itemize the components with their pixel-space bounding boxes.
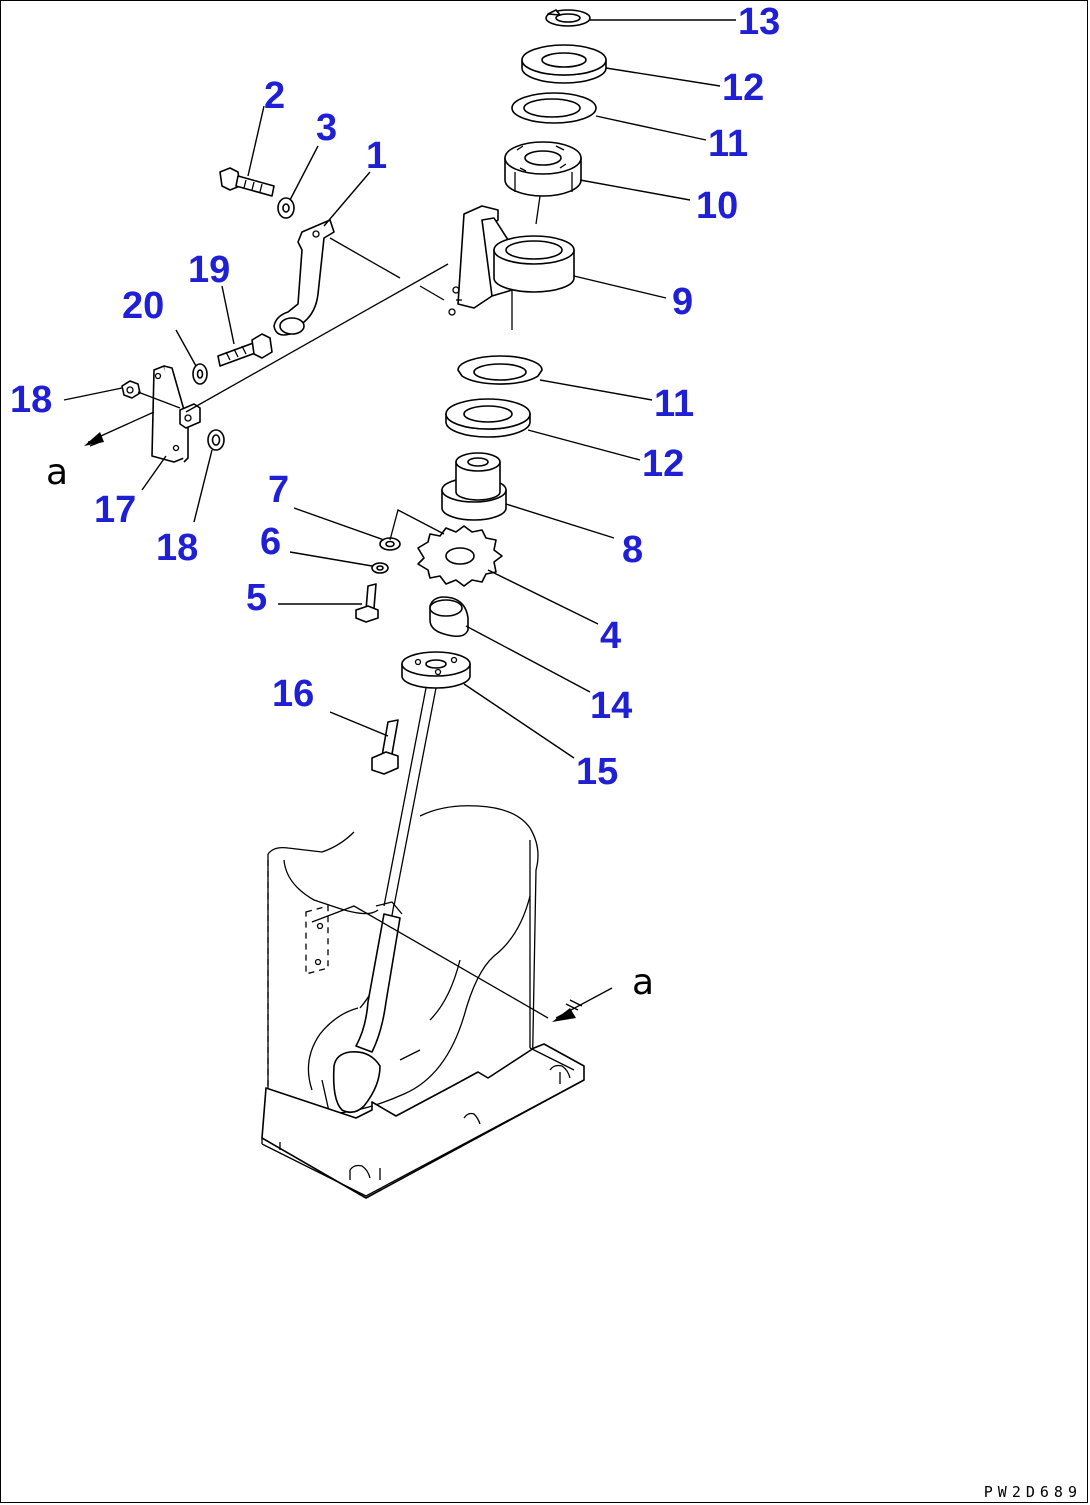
- axis-line-9-side: [419, 285, 445, 301]
- part-11-upper-shim: [511, 92, 597, 124]
- part-6-washer: [371, 562, 389, 574]
- part-12-lower-washer: [445, 398, 531, 438]
- assembly-line-7: [389, 509, 445, 541]
- callout-12-lower: 12: [642, 443, 684, 485]
- bolt-axis-line: [137, 391, 181, 409]
- leader-lines: [63, 19, 736, 759]
- part-18-nut-lower: [207, 429, 225, 451]
- part-11-lower-shim: [457, 355, 543, 385]
- part-18-nut-upper: [121, 380, 141, 399]
- axis-line-1-to-9: [329, 237, 401, 279]
- callout-11-upper: 11: [708, 123, 748, 165]
- callout-14: 14: [590, 685, 632, 727]
- callout-6: 6: [260, 521, 281, 563]
- part-13-snap-ring: [545, 9, 591, 27]
- part-17-bracket-plate: [151, 365, 201, 463]
- callout-5: 5: [246, 577, 267, 619]
- part-4-star-gear: [417, 525, 503, 587]
- part-7-lock-washer: [379, 537, 401, 551]
- callout-15: 15: [576, 751, 618, 793]
- part-5-screw: [355, 583, 379, 623]
- callout-2: 2: [264, 75, 285, 117]
- callout-12-upper: 12: [722, 67, 764, 109]
- part-12-upper-washer: [521, 44, 607, 84]
- part-16-bolt: [371, 719, 399, 775]
- callout-labels: 13 12 11 10 9 11 12 8 4 14 15 16 7 6 5 2…: [10, 1, 780, 793]
- callout-11-lower: 11: [654, 383, 694, 425]
- callout-4: 4: [600, 615, 621, 657]
- drawing-code: PW2D689: [983, 1483, 1082, 1501]
- callout-1: 1: [366, 135, 387, 177]
- part-20-washer: [192, 363, 208, 385]
- part-2-bolt: [219, 167, 275, 197]
- callout-8: 8: [622, 529, 643, 571]
- view-letter-right: a: [632, 962, 654, 1003]
- part-19-bolt: [217, 333, 273, 367]
- part-3-washer: [277, 197, 295, 219]
- part-8-hub: [441, 452, 507, 521]
- callout-3: 3: [316, 107, 337, 149]
- callout-17: 17: [94, 489, 136, 531]
- part-14-cap: [429, 596, 469, 638]
- part-15-flange-rod: [383, 651, 471, 907]
- part-10-castle-nut: [504, 141, 582, 197]
- control-rod-line: [185, 263, 449, 413]
- callout-19: 19: [188, 249, 230, 291]
- callout-7: 7: [268, 469, 289, 511]
- callout-13: 13: [738, 1, 780, 43]
- callout-9: 9: [672, 281, 693, 323]
- callout-20: 20: [122, 285, 164, 327]
- part-9-bracket-housing: [448, 205, 575, 330]
- axis-line-upper: [535, 195, 541, 225]
- part-1-lever-link: [273, 219, 335, 336]
- view-letter-left: a: [46, 452, 68, 493]
- callout-18-lower: 18: [156, 527, 198, 569]
- view-arrow-a-right: [311, 905, 613, 1022]
- callout-10: 10: [696, 185, 738, 227]
- view-arrow-a-left: [84, 411, 155, 447]
- steering-column-housing: [261, 805, 585, 1199]
- callout-18-upper: 18: [10, 379, 52, 421]
- callout-16: 16: [272, 673, 314, 715]
